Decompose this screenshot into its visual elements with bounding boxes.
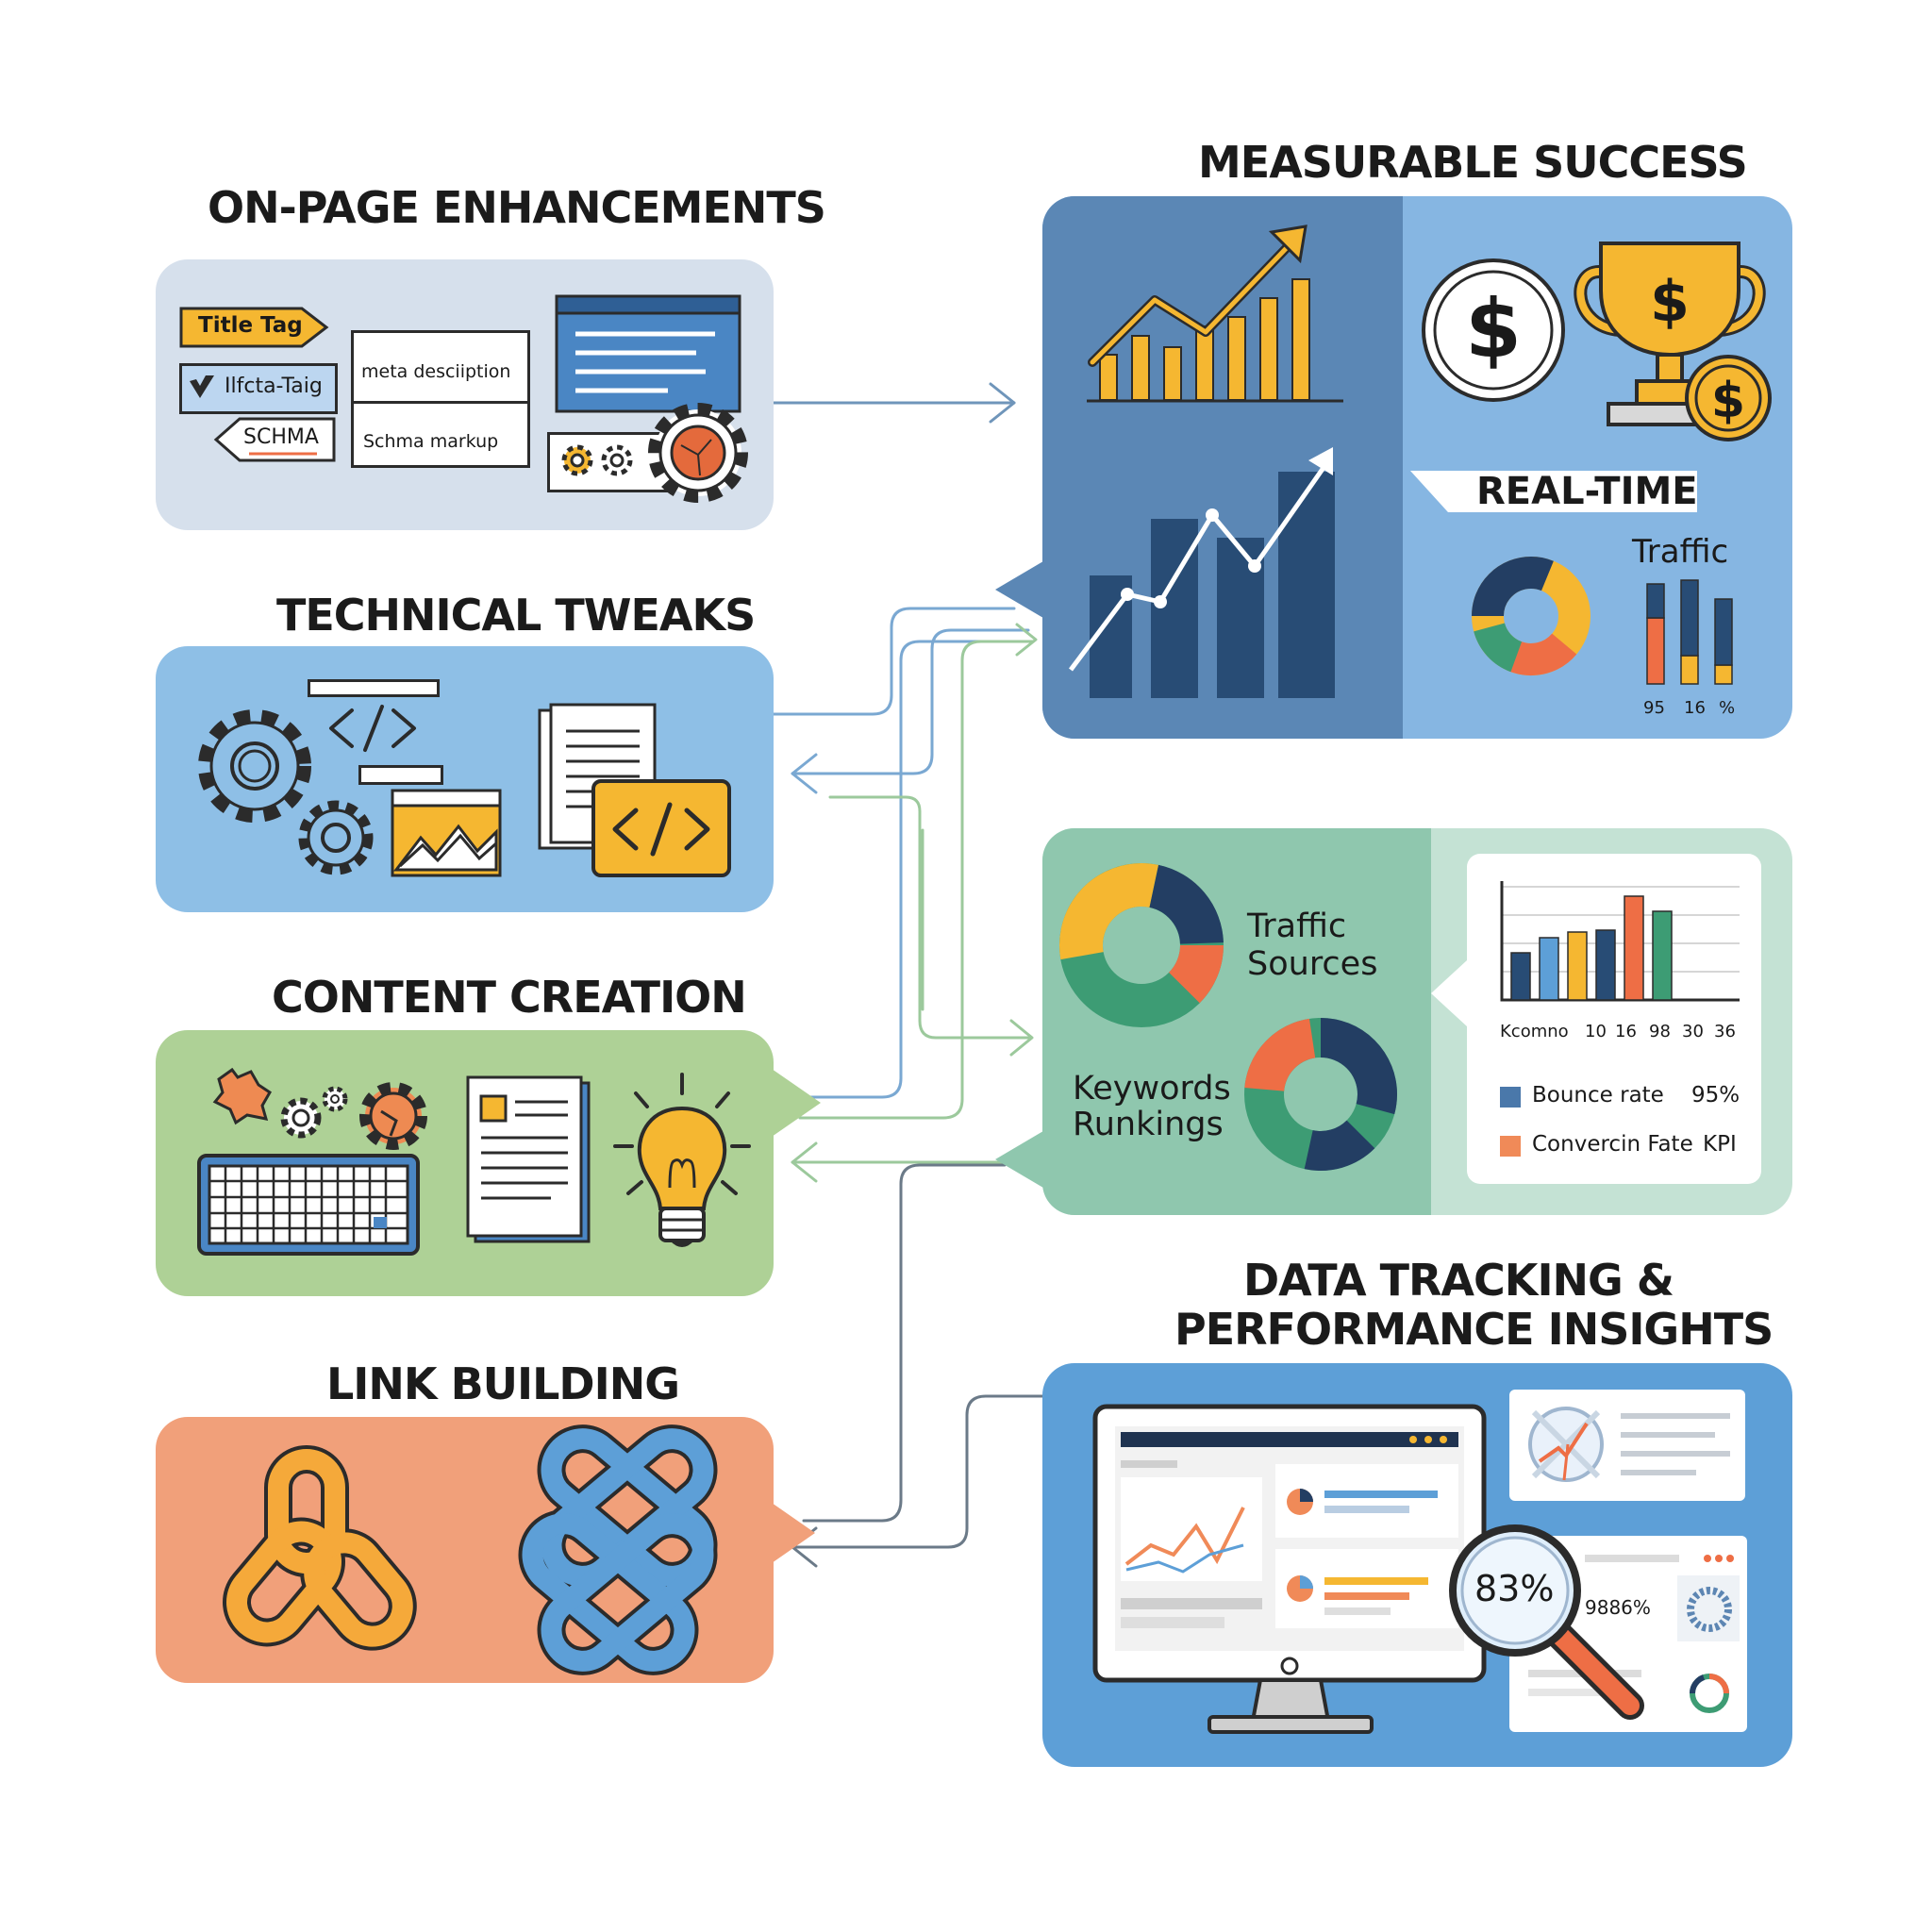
- schema-markup-label: Schma markup: [363, 431, 499, 452]
- legend-swatch-bounce: [1500, 1087, 1521, 1108]
- content-panel-pointer: [772, 1069, 821, 1137]
- gear-icon: [359, 1082, 427, 1150]
- dollar-coin-icon: $: [1685, 355, 1772, 441]
- svg-text:$: $: [1650, 269, 1690, 335]
- connector-gray-down: [802, 1163, 1007, 1523]
- realtime-banner: [1410, 471, 1697, 512]
- puzzle-icon: [212, 1067, 272, 1125]
- heading-success: MEASURABLE SUCCESS: [1198, 137, 1748, 188]
- insights-callout-pointer: [1431, 960, 1467, 1026]
- legend-swatch-conversion: [1500, 1136, 1521, 1157]
- meta-description-card: [351, 330, 530, 468]
- image-icon: [391, 789, 502, 877]
- connector-green-1: [798, 640, 1035, 1120]
- keyboard-icon: [197, 1154, 420, 1256]
- code-line-bar-2: [358, 765, 443, 785]
- connector-technical-out: [772, 607, 1016, 716]
- links-panel-pointer: [772, 1503, 815, 1563]
- code-line-bar: [308, 679, 440, 697]
- heading-onpage: ON-PAGE ENHANCEMENTS: [208, 182, 826, 233]
- compass-chart-icon: [1528, 1407, 1604, 1482]
- magnifier-value: 83%: [1474, 1568, 1555, 1609]
- arrowhead-green-right: [1009, 1019, 1034, 1057]
- gear-icon: [322, 1086, 348, 1112]
- browser-window-icon: [555, 294, 741, 413]
- line-chart-icon: [1069, 447, 1335, 698]
- arrowhead-content: [791, 1141, 818, 1183]
- arrow-back-to-technical: [791, 628, 1030, 775]
- axis-label-1: 10: [1585, 1022, 1607, 1041]
- code-icon: [591, 779, 731, 877]
- heading-links: LINK BUILDING: [326, 1358, 680, 1409]
- heading-tracking-2: PERFORMANCE INSIGHTS: [1174, 1304, 1774, 1355]
- arrowhead-onpage: [989, 382, 1016, 424]
- realtime-label: REAL-TIME: [1476, 470, 1698, 513]
- traffic-sources-label: Traffic Sources: [1247, 908, 1378, 983]
- donut-chart-icon: [1472, 557, 1591, 675]
- bar-label-1: 95: [1643, 698, 1665, 718]
- keywords-rankings-label: Keywords Runkings: [1073, 1070, 1231, 1143]
- donut-chart-icon: [1059, 863, 1224, 1027]
- arrowhead-green-up: [1015, 623, 1038, 657]
- insights-card: [1467, 854, 1761, 1184]
- check-icon: [190, 375, 214, 398]
- gear-icon: [298, 800, 374, 875]
- schema-tag-label: SCHMA: [243, 425, 319, 449]
- meta-description-label: meta desciiption: [361, 361, 511, 382]
- traffic-label: Traffic: [1632, 533, 1729, 571]
- connector-green-2: [828, 795, 1030, 1040]
- bar-label-2: 16: [1684, 698, 1706, 718]
- axis-label-5: 36: [1714, 1022, 1736, 1041]
- schema-tag-badge: [213, 417, 336, 462]
- meta-tag-label: Ilfcta-Taig: [225, 375, 323, 398]
- axis-label-2: 16: [1615, 1022, 1637, 1041]
- axis-label-3: 98: [1649, 1022, 1671, 1041]
- svg-text:$: $: [1465, 282, 1522, 376]
- code-icon: [329, 705, 416, 752]
- gear-icon: [198, 709, 311, 823]
- insights-panel-pointer: [995, 1128, 1048, 1191]
- connector-content-up: [798, 640, 1025, 1099]
- stat-value: 9886%: [1585, 1596, 1651, 1619]
- legend-bounce-label: Bounce rate: [1532, 1083, 1664, 1108]
- legend-conversion-value: KPI: [1703, 1132, 1737, 1157]
- title-tag-label: Title Tag: [198, 313, 303, 338]
- document-icon: [466, 1075, 591, 1243]
- card-top-lines: [1621, 1413, 1730, 1475]
- lightbulb-icon: [613, 1073, 751, 1247]
- heading-technical: TECHNICAL TWEAKS: [276, 590, 756, 641]
- bar-chart-icon: [1646, 579, 1733, 685]
- donut-chart-icon: [1243, 1018, 1397, 1171]
- heading-content: CONTENT CREATION: [272, 972, 747, 1023]
- bar-label-3: %: [1719, 698, 1736, 718]
- axis-label-0: Kcomno: [1500, 1022, 1569, 1041]
- arrow-tracking-to-links: [791, 1394, 1044, 1549]
- svg-text:$: $: [1711, 373, 1745, 429]
- bar-chart-icon: [1500, 881, 1740, 1002]
- success-panel-pointer: [995, 558, 1048, 621]
- gear-icon: [601, 444, 633, 476]
- monitor-icon: [1092, 1404, 1487, 1734]
- heading-tracking-1: DATA TRACKING &: [1243, 1255, 1674, 1306]
- gear-icon: [561, 444, 593, 476]
- chain-link-icon: [223, 1445, 417, 1651]
- legend-bounce-value: 95%: [1691, 1083, 1740, 1108]
- magnifier-icon: [1449, 1524, 1644, 1720]
- axis-label-4: 30: [1682, 1022, 1704, 1041]
- gear-icon: [280, 1097, 322, 1139]
- title-tag-badge: [179, 307, 329, 348]
- dollar-coin-icon: $: [1422, 258, 1565, 402]
- chain-link-icon: [518, 1424, 718, 1675]
- trophy-icon: $: [1574, 242, 1766, 426]
- gear-icon: [648, 403, 748, 503]
- arrowhead-technical: [791, 753, 818, 794]
- legend-conversion-label: Convercin Fate: [1532, 1132, 1693, 1157]
- growth-bar-chart: [1087, 225, 1343, 403]
